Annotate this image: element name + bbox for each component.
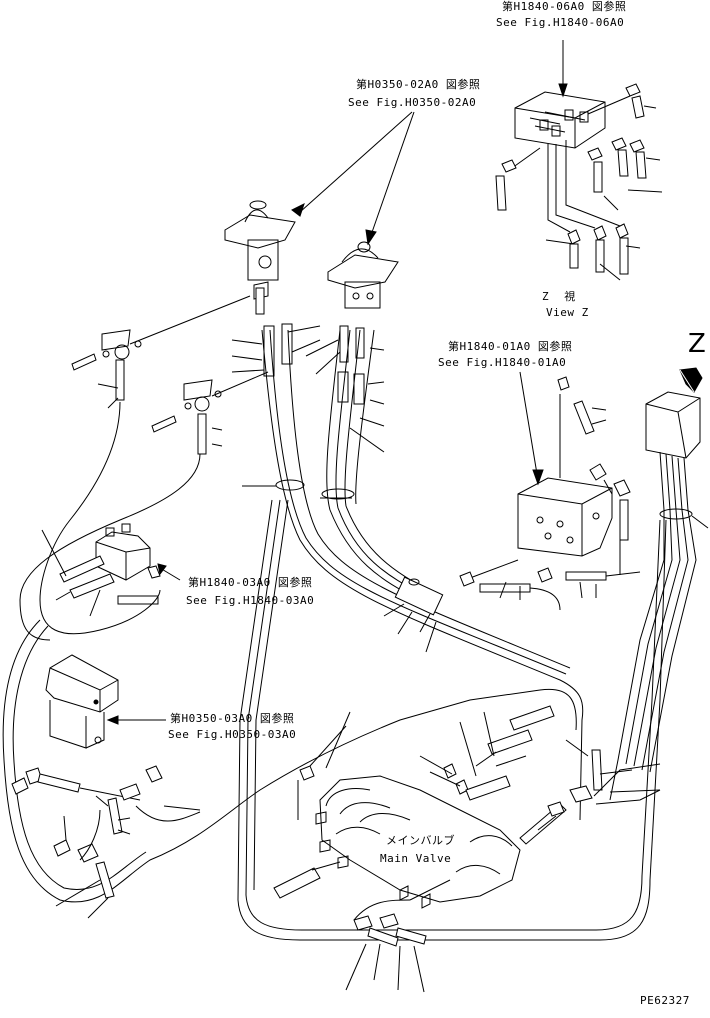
ref-label-en: See Fig.H1840-03A0 [186,594,315,607]
ref-label-jp: 第H1840-06A0 図参照 [502,0,627,13]
ref-label-en: See Fig.H1840-06A0 [496,16,625,29]
pilot-valve-left [224,200,296,300]
ref-label-jp: 第H1840-01A0 図参照 [448,340,573,353]
solenoid-valve-left [41,523,181,617]
bracket-lower-left [11,654,201,919]
ref-label-jp: 第H0350-03A0 図参照 [170,712,295,725]
view-z-label-jp: Z 視 [542,290,576,303]
z-marker: Z [688,329,707,359]
z-connector-block [609,367,709,801]
leader-line [299,111,413,213]
callout-leaders-upper [231,325,385,499]
main-valve-label-jp: メインバルブ [386,834,455,847]
hose-bundle-main [237,329,667,941]
main-valve-label-en: Main Valve [380,852,452,865]
main-valve [273,705,661,993]
bolt-fittings-upper-left [71,295,269,455]
ref-label-en: See Fig.H0350-03A0 [168,728,297,741]
ref-label-en: See Fig.H1840-01A0 [438,356,567,369]
view-z-label-en: View Z [546,306,589,319]
view-z-valve-block [495,40,663,281]
ref-label-jp: 第H0350-02A0 図参照 [356,78,481,91]
ref-label-en: See Fig.H0350-02A0 [348,96,477,109]
ref-label-jp: 第H1840-03A0 図参照 [188,576,313,589]
pilot-valve-right [327,241,399,309]
pilot-hose-fittings [255,287,365,405]
drawing-number: PE62327 [640,994,690,1007]
block-valve-center [459,371,641,611]
